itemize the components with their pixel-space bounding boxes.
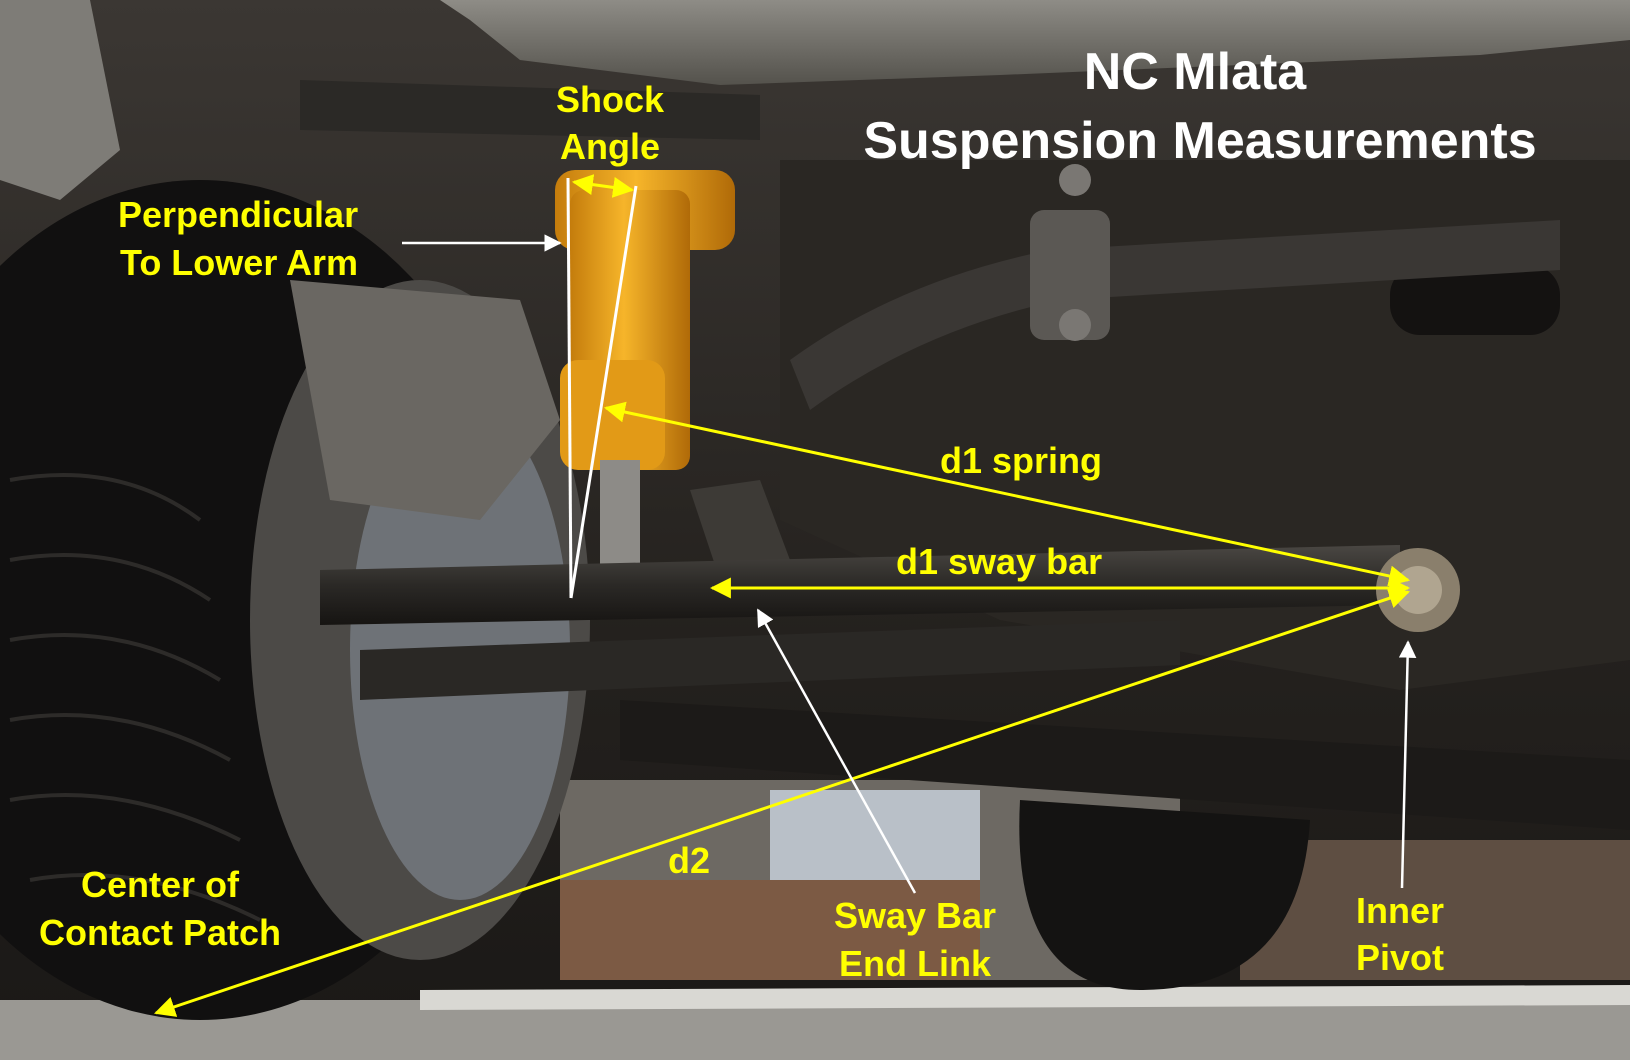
d2-arrow (154, 588, 1410, 1017)
body-panel (440, 0, 1630, 85)
fender-panel (0, 0, 120, 200)
bushing-bolt-top (1059, 164, 1091, 196)
bushing-bolt-bottom (1059, 309, 1091, 341)
end-link-label-2: End Link (839, 943, 991, 984)
inner-pivot-nut (1394, 566, 1442, 614)
sway-bar-bushing (1030, 210, 1110, 340)
end-link-label-1: Sway Bar (833, 895, 997, 936)
shock-angle-arrow (571, 174, 635, 198)
inner-pivot-label-1: Inner (1355, 890, 1444, 931)
sway-bar (790, 220, 1560, 410)
perpendicular-label-1: Perpendicular (118, 194, 359, 235)
floor-opening (1390, 265, 1560, 335)
shock-angle-label-1: Shock (555, 79, 665, 120)
d1-spring-label: d1 spring (940, 440, 1103, 481)
d1-sway-bar-label: d1 sway bar (896, 541, 1103, 582)
end-link-pointer-arrow (756, 608, 917, 894)
inner-pivot-label-2: Pivot (1355, 937, 1444, 978)
shock-angle-label-2: Angle (559, 126, 660, 167)
hub-knuckle (290, 280, 560, 520)
title-line-1: NC Mlata (1083, 43, 1307, 101)
upper-control-arm (300, 80, 760, 140)
title-line-2: Suspension Measurements (863, 112, 1537, 170)
perpendicular-label-2: To Lower Arm (120, 242, 359, 283)
inner-pivot-pointer-arrow (1398, 640, 1417, 889)
house-siding (770, 790, 980, 880)
contact-patch-label-1: Center of (80, 864, 239, 905)
shock-lower-bushing (560, 360, 665, 470)
shock-axis-line (569, 185, 638, 599)
d1-spring-arrow (603, 401, 1411, 587)
perpendicular-line (566, 177, 573, 599)
d2-label: d2 (668, 840, 711, 881)
contact-patch-label-2: Contact Patch (38, 912, 282, 953)
